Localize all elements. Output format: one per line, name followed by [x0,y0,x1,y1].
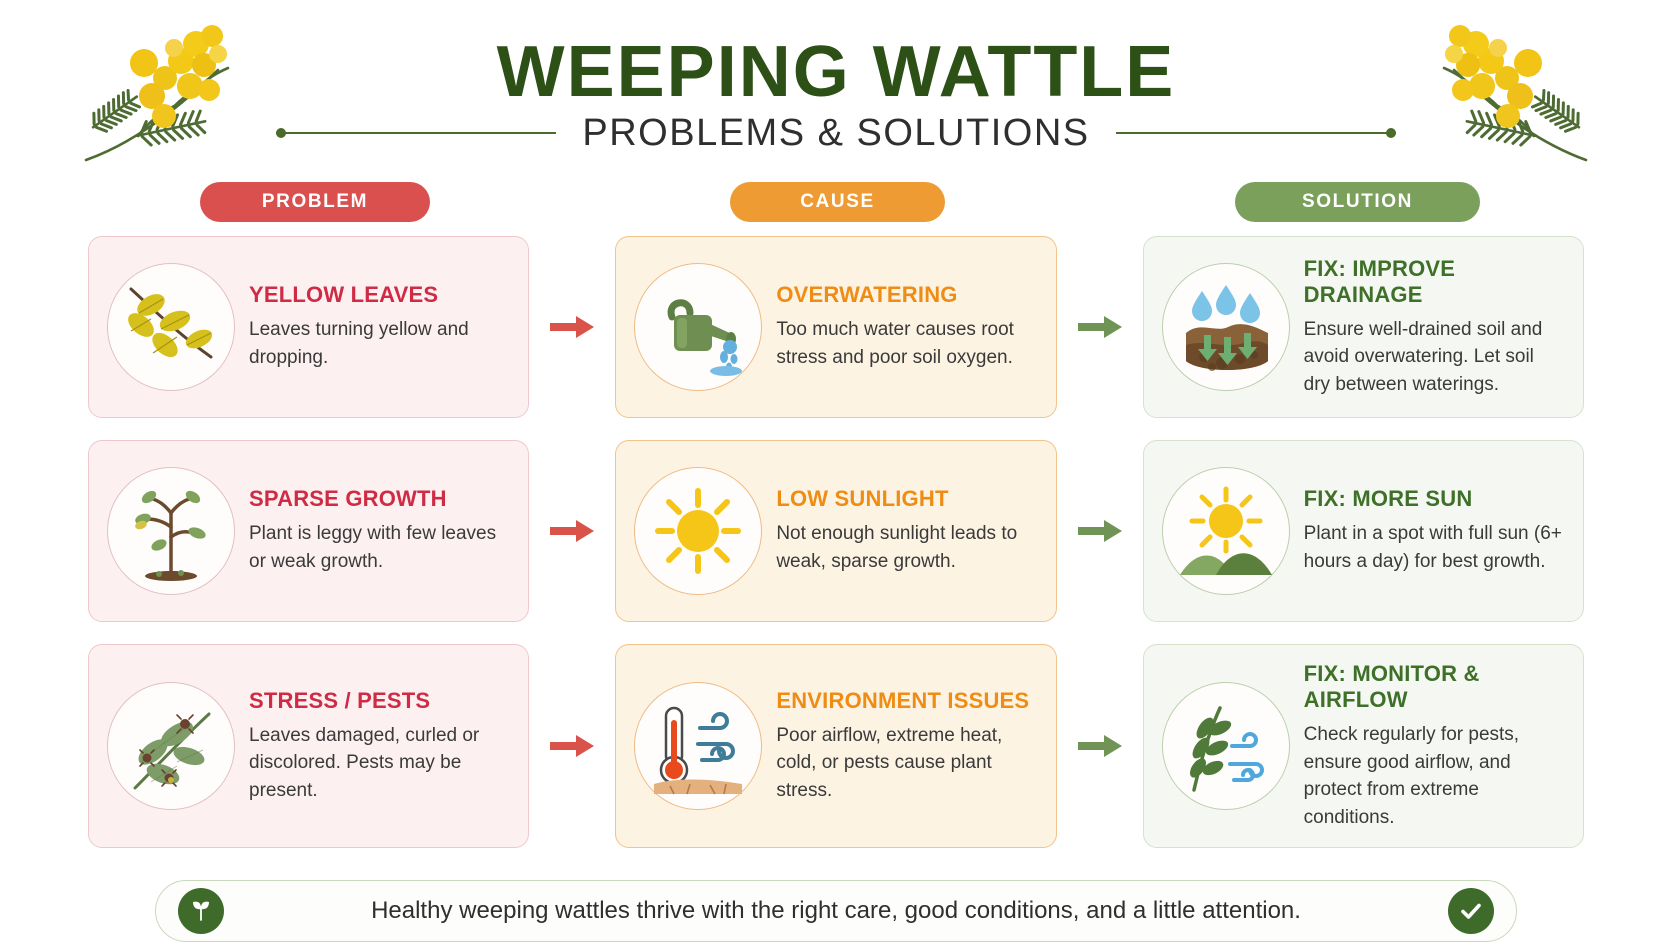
soil-drainage-icon [1161,263,1290,391]
subtitle-row: PROBLEMS & SOLUTIONS [276,111,1397,155]
arrow-right-icon [529,440,615,622]
comparison-grid: YELLOW LEAVES Leaves turning yellow and … [0,236,1672,849]
column-headers: PROBLEM CAUSE SOLUTION [0,182,1672,236]
card-title: ENVIRONMENT ISSUES [776,687,1030,713]
table-row: SPARSE GROWTH Plant is leggy with few le… [88,440,1584,622]
card-body: Check regularly for pests, ensure good a… [1303,724,1520,828]
card-body: Leaves turning yellow and dropping. [249,319,469,368]
card-body: Too much water causes root stress and po… [776,319,1014,368]
page-title: WEEPING WATTLE [496,31,1176,112]
arrow-right-icon [529,236,615,418]
cause-card: OVERWATERING Too much water causes root … [615,236,1057,418]
solution-card: FIX: MORE SUN Plant in a spot with full … [1142,440,1584,622]
card-body: Plant is leggy with few leaves or weak g… [249,523,497,572]
watering-can-icon [634,263,763,391]
card-text: LOW SUNLIGHT Not enough sunlight leads t… [776,486,1037,575]
card-body: Not enough sunlight leads to weak, spars… [776,523,1018,572]
column-header-cause: CAUSE [730,182,945,222]
arrow-right-icon [1057,440,1143,622]
card-title: SPARSE GROWTH [249,486,447,512]
card-title: YELLOW LEAVES [249,282,439,308]
card-title: LOW SUNLIGHT [776,486,949,512]
column-header-problem: PROBLEM [200,182,430,222]
problem-card: STRESS / PESTS Leaves damaged, curled or… [88,644,530,849]
leggy-plant-icon [107,467,235,595]
page-subtitle: PROBLEMS & SOLUTIONS [582,111,1090,154]
sun-icon [634,467,763,595]
page-header: WEEPING WATTLE PROBLEMS & SOLUTIONS [0,0,1672,178]
arrow-right-icon [529,644,615,848]
card-text: ENVIRONMENT ISSUES Poor airflow, extreme… [776,688,1037,805]
card-title: FIX: MORE SUN [1303,486,1473,512]
divider-right [1115,128,1397,138]
table-row: STRESS / PESTS Leaves damaged, curled or… [88,644,1584,849]
thermometer-wind-icon [634,682,763,811]
card-body: Poor airflow, extreme heat, cold, or pes… [776,724,1003,801]
leaf-badge-icon [178,888,224,935]
problem-card: YELLOW LEAVES Leaves turning yellow and … [88,236,530,418]
arrow-right-icon [1057,644,1143,848]
card-title: OVERWATERING [776,282,958,308]
wattle-branch-icon [84,25,230,162]
column-header-solution: SOLUTION [1235,182,1480,222]
yellow-leaves-icon [107,263,235,391]
card-title: FIX: IMPROVE DRAINAGE [1303,255,1456,307]
footer-wrap: Healthy weeping wattles thrive with the … [0,870,1672,942]
wattle-branch-icon [1442,25,1588,162]
solution-card: FIX: IMPROVE DRAINAGE Ensure well-draine… [1142,236,1584,418]
arrow-right-icon [1057,236,1143,418]
table-row: YELLOW LEAVES Leaves turning yellow and … [88,236,1584,418]
solution-card: FIX: MONITOR & AIRFLOW Check regularly f… [1142,644,1584,849]
card-text: OVERWATERING Too much water causes root … [776,282,1037,371]
card-body: Plant in a spot with full sun (6+ hours … [1303,523,1562,572]
card-text: FIX: MONITOR & AIRFLOW Check regularly f… [1304,661,1565,831]
problem-card: SPARSE GROWTH Plant is leggy with few le… [88,440,530,622]
card-body: Leaves damaged, curled or discolored. Pe… [249,724,480,801]
card-body: Ensure well-drained soil and avoid overw… [1303,318,1543,395]
divider-left [276,128,557,138]
pest-damaged-branch-icon [107,682,235,811]
check-badge-icon [1448,888,1494,935]
card-text: FIX: MORE SUN Plant in a spot with full … [1304,486,1565,575]
branch-airflow-icon [1161,682,1290,811]
cause-card: ENVIRONMENT ISSUES Poor airflow, extreme… [615,644,1057,849]
footer-text: Healthy weeping wattles thrive with the … [371,897,1301,925]
card-text: FIX: IMPROVE DRAINAGE Ensure well-draine… [1304,256,1565,399]
footer-banner: Healthy weeping wattles thrive with the … [155,880,1517,942]
card-text: SPARSE GROWTH Plant is leggy with few le… [249,486,510,575]
card-title: STRESS / PESTS [249,687,431,713]
card-text: YELLOW LEAVES Leaves turning yellow and … [249,282,510,371]
sun-over-hills-icon [1161,467,1290,595]
card-title: FIX: MONITOR & AIRFLOW [1303,661,1480,712]
cause-card: LOW SUNLIGHT Not enough sunlight leads t… [615,440,1057,622]
card-text: STRESS / PESTS Leaves damaged, curled or… [249,688,510,805]
